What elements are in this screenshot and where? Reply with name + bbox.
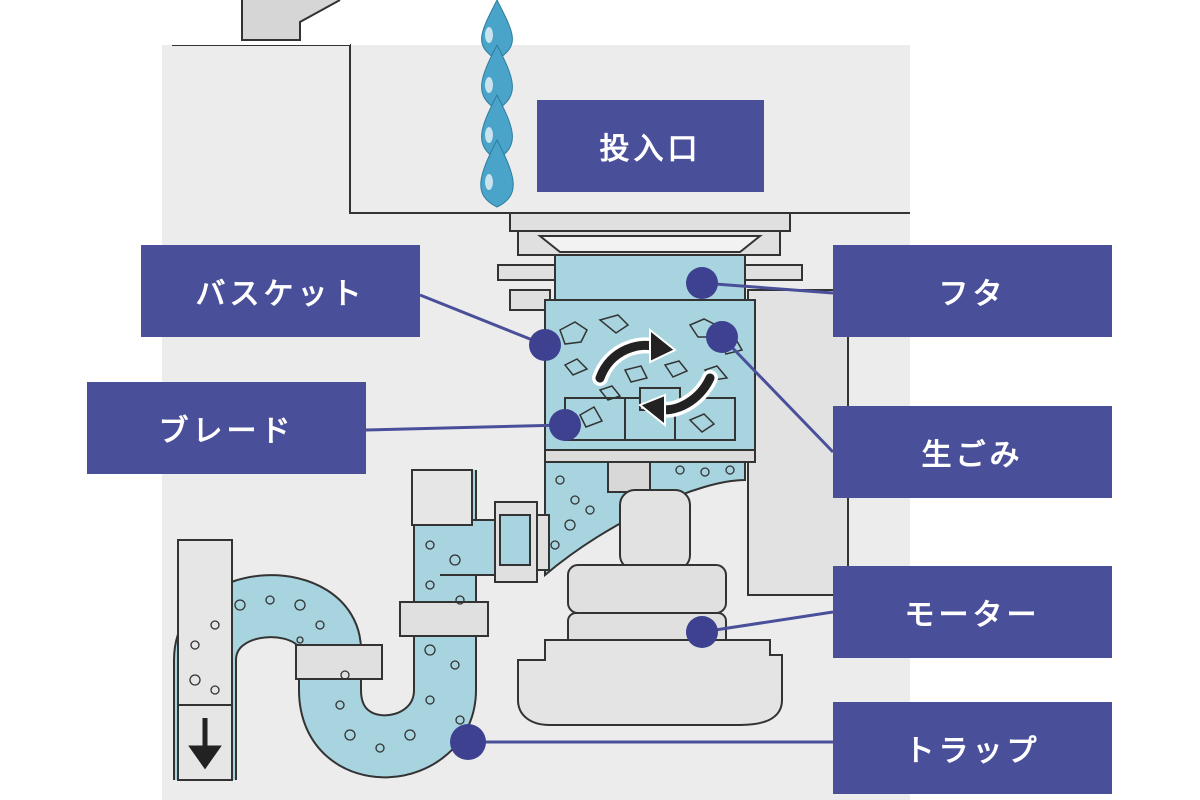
motor-unit <box>517 564 783 726</box>
marker-basket <box>529 329 561 361</box>
discharge-housing <box>544 461 746 578</box>
callout-lines <box>365 281 835 744</box>
label-motor: モーター <box>833 566 1112 658</box>
label-blade: ブレード <box>87 382 366 474</box>
label-basket: バスケット <box>141 245 420 337</box>
arrowhead-bottom <box>638 393 666 428</box>
mount-housing <box>747 289 849 596</box>
marker-blade <box>549 409 581 441</box>
trap-pipe <box>173 469 496 781</box>
marker-lid <box>686 267 718 299</box>
sink-flange <box>509 212 791 256</box>
arrowhead-top <box>649 327 677 364</box>
marker-motor <box>686 616 718 648</box>
label-trap: トラップ <box>833 702 1112 794</box>
outlet-connector <box>494 501 550 583</box>
chamber-ring <box>544 449 756 463</box>
marker-trap <box>450 724 486 760</box>
water-stream <box>480 0 514 208</box>
label-inlet: 投入口 <box>537 100 764 192</box>
label-lid: フタ <box>833 245 1112 337</box>
marker-garbage <box>706 321 738 353</box>
down-arrow-icon <box>188 718 222 770</box>
label-garbage: 生ごみ <box>833 406 1112 498</box>
callout-markers <box>450 267 738 760</box>
water-bubbles <box>189 465 735 753</box>
faucet <box>241 0 341 41</box>
